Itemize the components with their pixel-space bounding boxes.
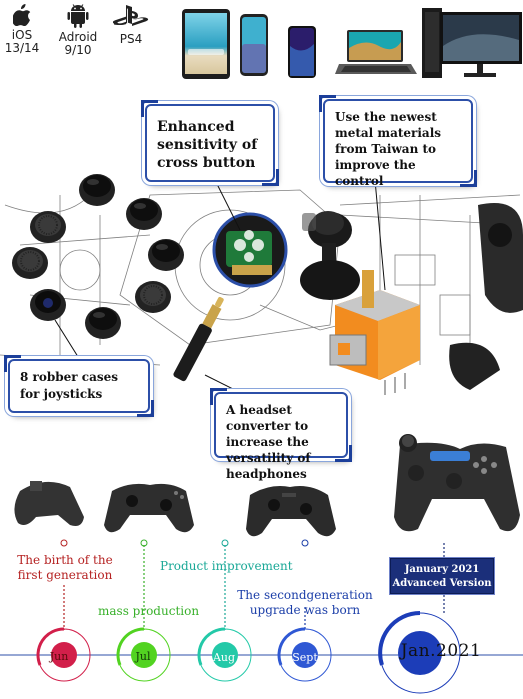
metal-joystick-sensor [329,270,420,395]
platform-version: 9/10 [64,43,92,57]
node-label-jan-2021: Jan.2021 [400,641,482,661]
phone-image [240,14,268,76]
tablet-image [182,9,230,79]
android-icon [67,4,89,28]
controller-gen2-image [104,483,194,533]
callout-headset-converter: A headset converter to increase the vers… [210,388,352,481]
joystick-caps [12,174,184,339]
cross-button-board [212,212,288,288]
callout-metal-materials: Use the newest metal materials from Taiw… [319,95,477,188]
node-label-sept: Sept [292,651,318,664]
phone-image [288,26,316,78]
event-first-generation: The birth of the first generation [17,553,113,582]
joystick-module [300,211,360,300]
timeline-node-jan [378,611,461,694]
platform-version: 13/14 [4,41,40,55]
platform-android: Adroid 9/10 [50,4,106,57]
playstation-icon [113,5,149,26]
platform-name: Adroid [58,30,98,44]
platform-name: PS4 [119,32,143,46]
headset-converter [173,296,224,382]
controller-partial [449,203,523,390]
laptop-image [335,30,417,74]
event-second-generation: The secondgeneration upgrade was born [237,588,373,617]
component-illustration [0,174,523,396]
timeline-graphic [0,434,523,694]
timeline-node-jun [36,627,91,682]
platform-name: iOS [11,28,33,42]
node-label-jul: Jul [135,650,151,663]
node-label-jun: Jun [49,650,69,663]
advanced-version-badge: January 2021 Advanced Version [390,558,494,594]
apple-icon [13,4,31,26]
timeline-node-aug [197,627,252,682]
timeline-node-sept [277,627,332,682]
controller-gen3-image [246,486,336,537]
event-product-improvement: Product improvement [160,559,293,573]
callout-cross-button: Enhanced sensitivity of cross button [141,100,279,186]
pc-image [422,8,522,78]
callout-joystick-cases: 8 robber cases for joysticks [4,355,154,417]
event-mass-production: mass production [98,604,200,618]
controller-advanced-image [394,434,520,532]
timeline-node-jul [116,627,171,682]
platform-ios: iOS 13/14 [2,4,42,55]
platform-ps4: PS4 [110,4,152,46]
node-label-aug: Aug [212,651,236,664]
controller-gen1-image [14,481,85,526]
